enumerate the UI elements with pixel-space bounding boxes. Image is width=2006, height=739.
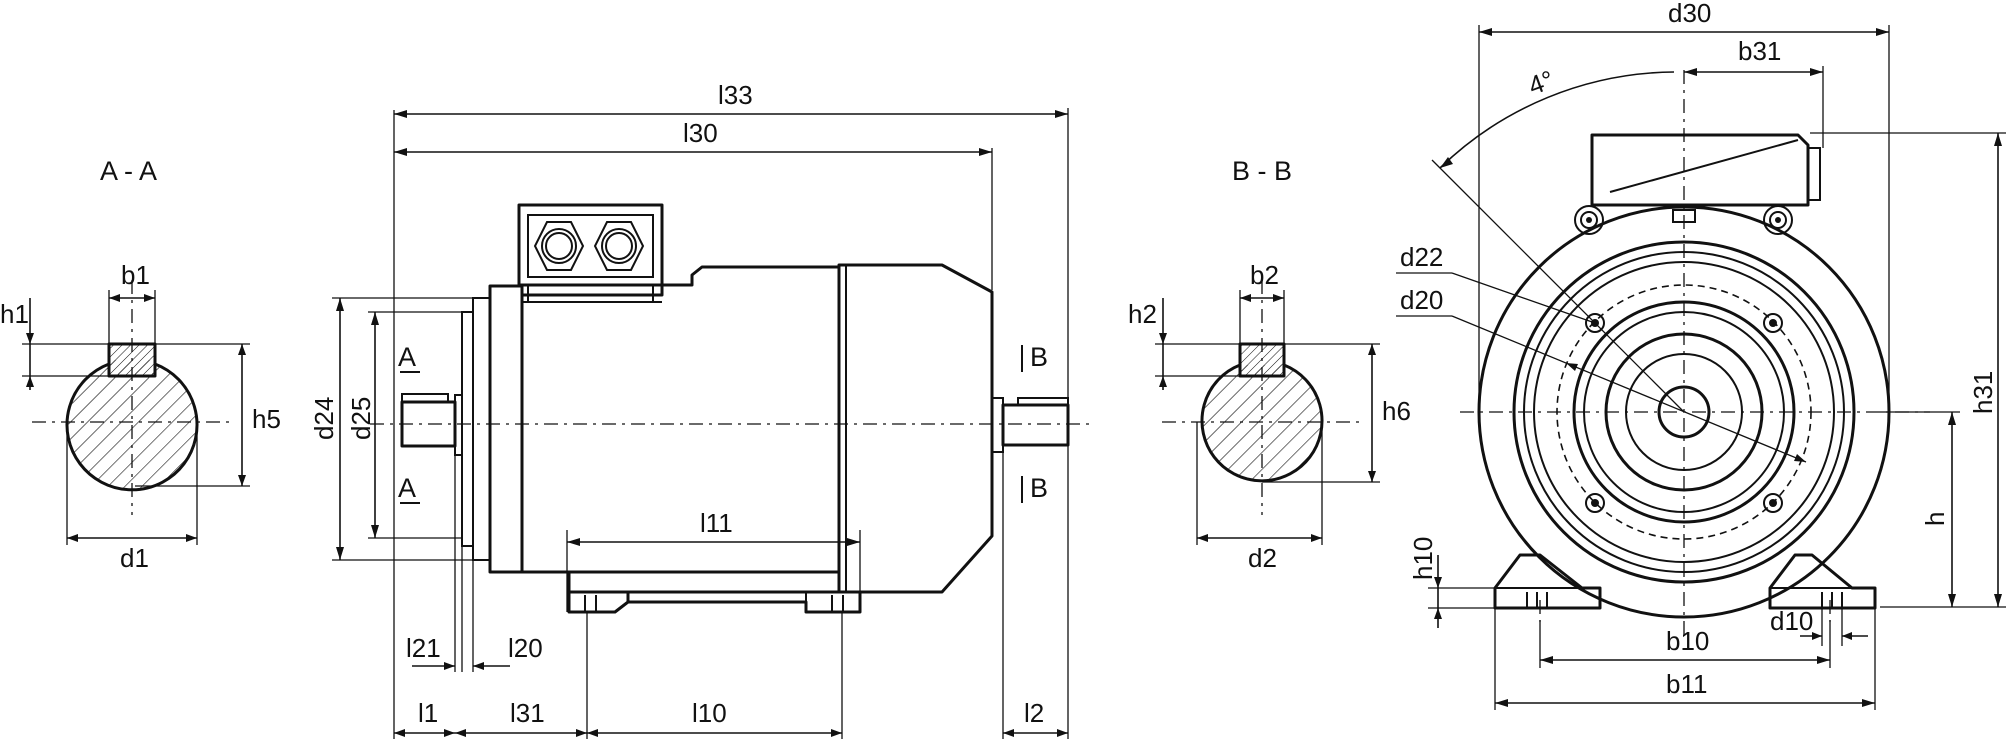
dim-d22: d22 xyxy=(1400,242,1443,272)
section-b-b: B - B b2 h2 h6 d2 xyxy=(1128,156,1411,573)
dim-l30: l30 xyxy=(683,118,718,148)
dim-d1: d1 xyxy=(120,543,149,573)
dim-l2: l2 xyxy=(1024,698,1044,728)
dim-b11: b11 xyxy=(1666,669,1707,699)
section-mark-a-top: A xyxy=(398,342,416,372)
dim-d20: d20 xyxy=(1400,285,1443,315)
dim-h2: h2 xyxy=(1128,299,1157,329)
foot-bolt-holes xyxy=(1526,592,1843,608)
dim-b10: b10 xyxy=(1666,626,1709,656)
section-mark-a-bottom: A xyxy=(398,473,416,503)
dim-b31: b31 xyxy=(1738,36,1781,66)
dim-d30: d30 xyxy=(1668,0,1711,28)
dim-l31: l31 xyxy=(510,698,545,728)
end-view: d30 b31 4° d22 d20 h31 h xyxy=(1396,0,2006,710)
side-view: A A B B l33 l30 d24 d25 l11 xyxy=(309,80,1092,739)
front-shield xyxy=(488,284,524,574)
dim-d25: d25 xyxy=(346,397,376,440)
terminal-box xyxy=(517,203,664,287)
dim-h: h xyxy=(1920,512,1950,526)
section-a-a: A - A b1 h1 h5 d1 xyxy=(0,156,281,573)
dim-h1: h1 xyxy=(0,299,29,329)
dim-l1: l1 xyxy=(418,698,438,728)
section-mark-b-top: B xyxy=(1030,342,1048,372)
dim-b1: b1 xyxy=(121,260,150,290)
dim-h5: h5 xyxy=(252,404,281,434)
lifting-eye-right xyxy=(1763,205,1793,235)
dim-l20: l20 xyxy=(508,633,543,663)
section-mark-b-bottom: B xyxy=(1030,473,1048,503)
dim-d24: d24 xyxy=(309,397,339,440)
section-a-title: A - A xyxy=(100,156,157,186)
shaft-rear xyxy=(1001,403,1070,447)
cable-gland-2 xyxy=(593,221,645,271)
dim-h10: h10 xyxy=(1408,537,1438,580)
cable-gland-1 xyxy=(533,221,585,271)
dim-l11: l11 xyxy=(700,508,733,538)
terminal-box-end xyxy=(1590,133,1810,207)
dim-l10: l10 xyxy=(692,698,727,728)
dim-d10: d10 xyxy=(1770,606,1813,636)
shaft-b-section xyxy=(1200,363,1324,483)
rear-cover xyxy=(837,263,994,594)
motor-foot-base xyxy=(569,590,862,614)
dim-h31: h31 xyxy=(1968,371,1998,414)
dim-b2: b2 xyxy=(1250,260,1279,290)
foot-bolts-side xyxy=(584,595,844,612)
dim-d2: d2 xyxy=(1248,543,1277,573)
motor-body xyxy=(520,265,841,574)
dim-l33: l33 xyxy=(718,80,753,110)
section-b-title: B - B xyxy=(1232,156,1292,186)
dim-l21: l21 xyxy=(406,633,441,663)
shaft-end xyxy=(1657,385,1711,439)
lifting-eye-left xyxy=(1574,205,1604,235)
dim-h6: h6 xyxy=(1382,396,1411,426)
